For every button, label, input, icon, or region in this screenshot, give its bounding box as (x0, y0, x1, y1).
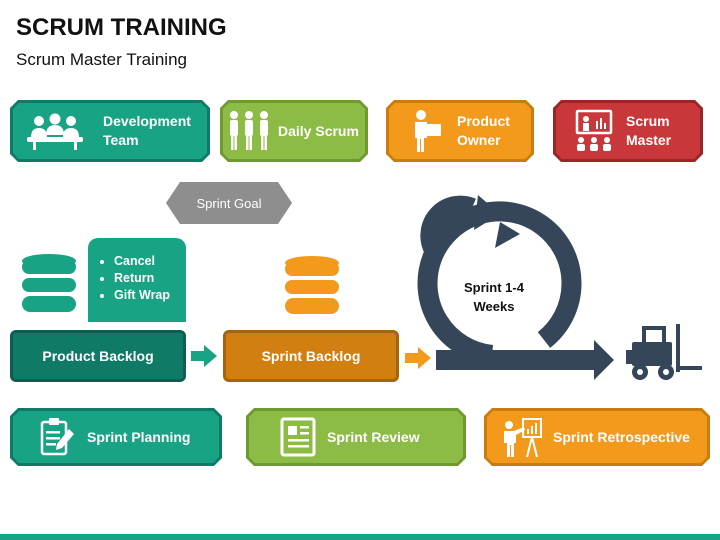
role-card-development-team: Development Team (10, 100, 210, 162)
role-card-product-owner: Product Owner (386, 100, 534, 162)
presenter-chart-icon (501, 415, 545, 459)
page-title: SCRUM TRAINING (16, 14, 227, 41)
role-label-line2: Team (103, 132, 139, 148)
role-label-line1: Daily Scrum (278, 122, 359, 139)
product-backlog-box: Product Backlog (10, 330, 186, 382)
people-group-icon (228, 109, 270, 153)
role-card-scrum-master: Scrum Master (553, 100, 703, 162)
list-item: Cancel (114, 253, 186, 270)
role-label-line1: Product (457, 113, 510, 129)
role-card-daily-scrum: Daily Scrum (220, 100, 368, 162)
team-meeting-icon (25, 111, 85, 151)
database-icon (22, 254, 76, 312)
event-label: Sprint Retrospective (553, 428, 690, 445)
clipboard-pencil-icon (39, 417, 77, 457)
sprint-cycle-arrow (417, 195, 614, 380)
person-with-box-icon (411, 109, 443, 153)
event-card-sprint-review: Sprint Review (246, 408, 466, 466)
arrow-right-icon (405, 347, 431, 369)
document-list-icon (279, 417, 317, 457)
role-label-line2: Owner (457, 132, 501, 148)
arrow-right-icon (191, 345, 217, 367)
list-item: Gift Wrap (114, 287, 186, 304)
sprint-backlog-box: Sprint Backlog (223, 330, 399, 382)
role-label-line1: Scrum (626, 113, 670, 129)
database-icon (285, 256, 339, 314)
list-item: Return (114, 270, 186, 287)
backlog-options-panel: Cancel Return Gift Wrap (88, 238, 186, 322)
role-label-line2: Master (626, 132, 672, 148)
event-card-sprint-retrospective: Sprint Retrospective (484, 408, 710, 466)
sprint-duration-label: Sprint 1-4 Weeks (464, 280, 524, 314)
page-subtitle: Scrum Master Training (16, 50, 187, 69)
event-label: Sprint Review (327, 428, 420, 445)
event-label: Sprint Planning (87, 428, 191, 445)
role-label-line1: Development (103, 113, 191, 129)
presenter-board-icon (574, 109, 614, 153)
event-card-sprint-planning: Sprint Planning (10, 408, 222, 466)
footer-divider (0, 534, 720, 540)
sprint-goal-shape: Sprint Goal (166, 182, 292, 224)
forklift-icon (626, 324, 702, 380)
